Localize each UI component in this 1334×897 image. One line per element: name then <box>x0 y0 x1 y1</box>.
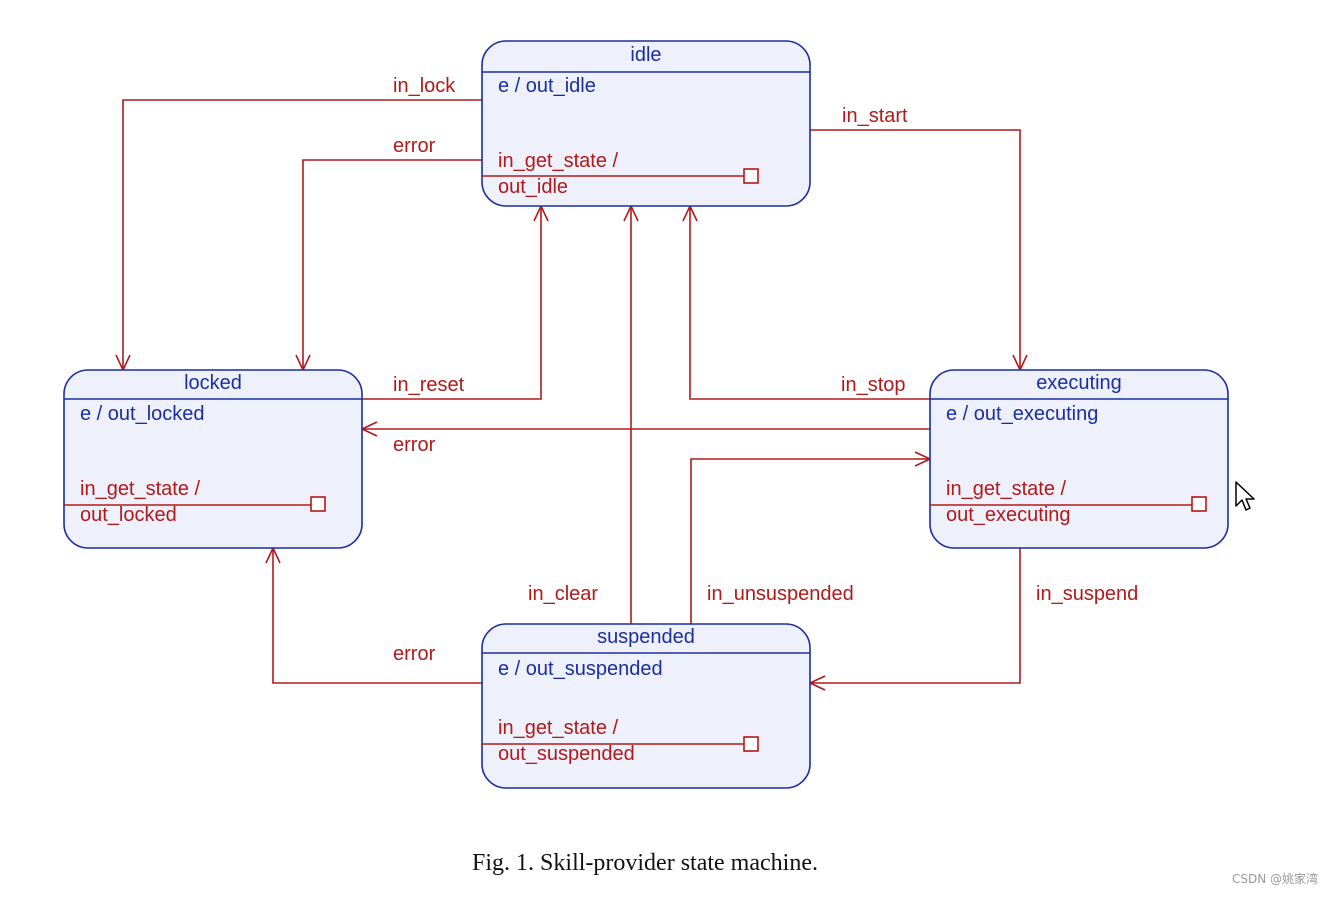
internal-transition-action: out_locked <box>80 504 177 526</box>
edge-label: in_start <box>842 105 908 127</box>
edge-line <box>810 129 1021 370</box>
transition-idle-error[interactable]: error <box>295 135 482 372</box>
transition-in-suspend[interactable]: in_suspend <box>808 548 1138 691</box>
state-name: locked <box>184 372 242 394</box>
internal-transition-trigger: in_get_state / <box>80 478 201 500</box>
internal-transition-action: out_executing <box>946 504 1071 526</box>
transition-susp-error[interactable]: error <box>265 546 482 684</box>
edge-label: error <box>393 434 436 456</box>
edge-label: in_suspend <box>1036 583 1138 605</box>
state-locked[interactable]: locked e / out_locked in_get_state / out… <box>63 369 363 549</box>
edge-line <box>122 99 482 370</box>
transition-in-clear[interactable]: in_clear <box>528 204 639 624</box>
entry-action: e / out_locked <box>80 403 205 425</box>
state-name: suspended <box>597 626 695 648</box>
state-suspended[interactable]: suspended e / out_suspended in_get_state… <box>481 623 811 789</box>
entry-action: e / out_idle <box>498 75 596 97</box>
entry-action: e / out_executing <box>946 403 1098 425</box>
internal-transition-action: out_idle <box>498 176 568 198</box>
transition-in-reset[interactable]: in_reset <box>362 204 549 400</box>
watermark: CSDN @姚家湾 <box>1231 872 1318 886</box>
internal-transition-action: out_suspended <box>498 743 635 765</box>
internal-transition-trigger: in_get_state / <box>498 150 619 172</box>
edge-label: in_clear <box>528 583 598 605</box>
state-idle[interactable]: idle e / out_idle in_get_state / out_idl… <box>481 40 811 207</box>
state-box <box>63 369 363 549</box>
edge-line <box>690 458 930 624</box>
figure-caption: Fig. 1. Skill-provider state machine. <box>472 850 818 876</box>
state-name: executing <box>1036 372 1122 394</box>
internal-transition-square-icon <box>310 496 326 512</box>
transition-in-start[interactable]: in_start <box>810 105 1028 372</box>
internal-transition-square-icon <box>743 168 759 184</box>
edge-label: in_lock <box>393 75 456 97</box>
transition-in-stop[interactable]: in_stop <box>682 204 930 400</box>
state-box <box>481 40 811 207</box>
edge-line <box>689 206 930 400</box>
edge-label: error <box>393 643 436 665</box>
transition-in-unsuspended[interactable]: in_unsuspended <box>690 451 932 624</box>
edge-line <box>362 206 542 400</box>
state-name: idle <box>630 44 661 66</box>
mouse-cursor-icon <box>1235 481 1255 511</box>
state-box <box>929 369 1229 549</box>
edge-label: in_stop <box>841 374 906 396</box>
transition-exec-error[interactable]: error <box>360 421 930 456</box>
edge-line <box>810 548 1021 684</box>
state-executing[interactable]: executing e / out_executing in_get_state… <box>929 369 1229 549</box>
edge-label: in_unsuspended <box>707 583 854 605</box>
edge-label: in_reset <box>393 374 465 396</box>
edge-line <box>272 548 482 684</box>
entry-action: e / out_suspended <box>498 658 663 680</box>
internal-transition-square-icon <box>1191 496 1207 512</box>
internal-transition-square-icon <box>743 736 759 752</box>
edge-label: error <box>393 135 436 157</box>
state-box <box>481 623 811 789</box>
internal-transition-trigger: in_get_state / <box>946 478 1067 500</box>
transition-in-lock[interactable]: in_lock <box>115 75 482 372</box>
internal-transition-trigger: in_get_state / <box>498 717 619 739</box>
edge-line <box>302 159 482 370</box>
